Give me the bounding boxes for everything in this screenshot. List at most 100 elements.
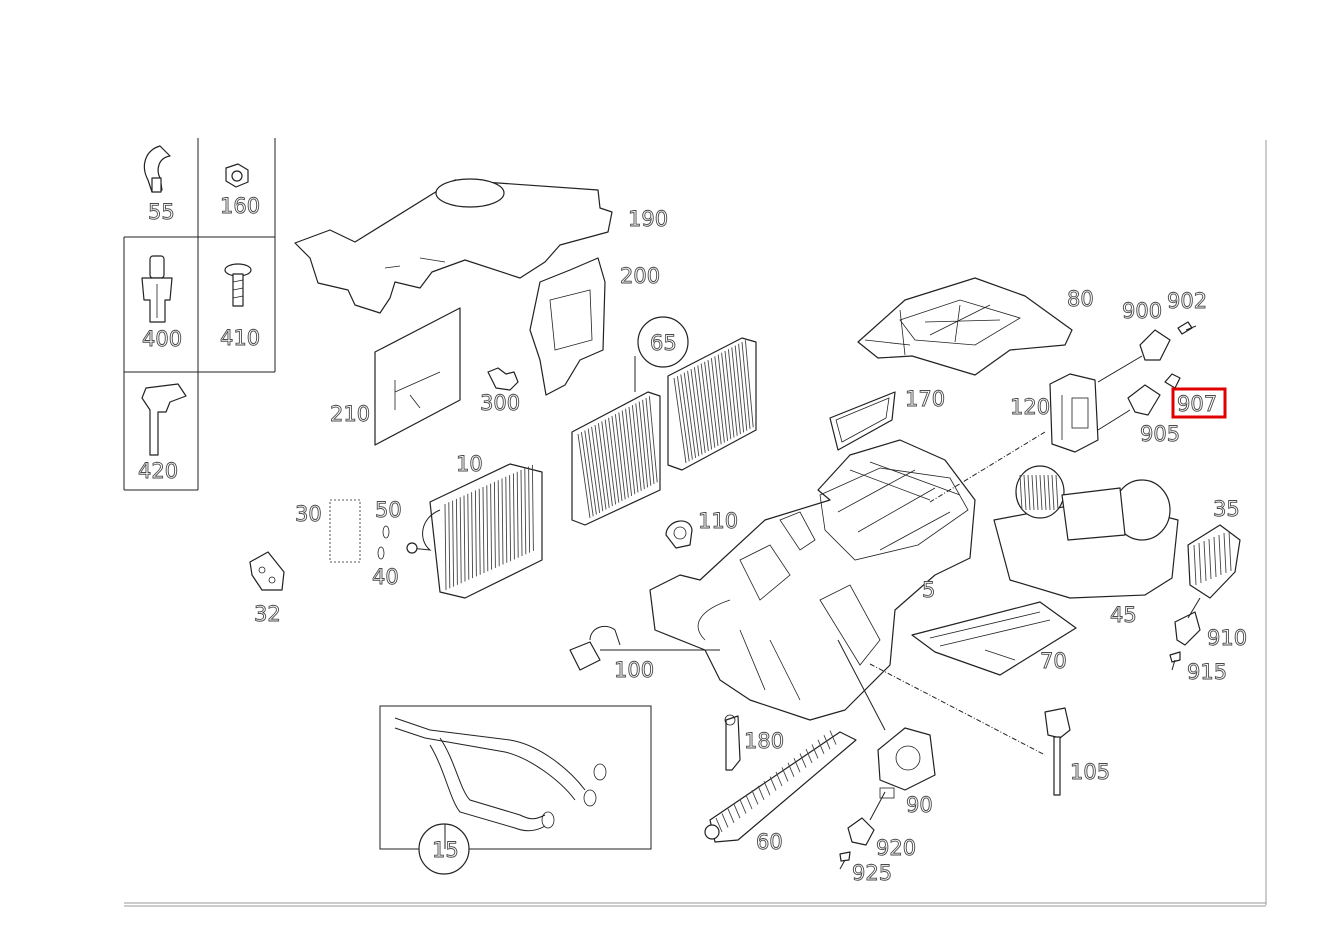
label-60: 60 <box>756 830 783 854</box>
part-902-screw[interactable] <box>1177 321 1197 335</box>
blower-blade <box>1019 474 1023 511</box>
part-45-blower-motor[interactable] <box>993 465 1179 599</box>
part-80-housing-cover[interactable] <box>857 277 1073 376</box>
diagram-frame <box>124 140 1267 907</box>
resistor-fin <box>1223 532 1227 574</box>
evaporator-fin <box>448 502 451 589</box>
part-110-cap[interactable] <box>665 520 693 549</box>
label-915: 915 <box>1187 660 1227 684</box>
filter-pleat <box>707 359 719 447</box>
filter-pleat <box>594 424 607 510</box>
label-80: 80 <box>1067 287 1094 311</box>
evaporator-fin <box>493 481 496 568</box>
part-120-control-unit[interactable] <box>1049 373 1099 453</box>
part-925-screw[interactable] <box>839 851 851 870</box>
part-105-temp-sensor[interactable] <box>1044 707 1071 796</box>
part-300-plug[interactable] <box>487 367 519 391</box>
evaporator-fin <box>471 492 474 579</box>
filter-pleat <box>744 340 754 428</box>
label-40: 40 <box>372 565 399 589</box>
part-905-connector[interactable] <box>1127 384 1161 416</box>
evaporator-fin <box>516 471 519 558</box>
filter-pleat <box>690 368 703 455</box>
part-907-screw[interactable] <box>1164 373 1181 389</box>
part-10-evaporator[interactable] <box>406 463 543 599</box>
label-30: 30 <box>295 502 322 526</box>
part-90-actuator[interactable] <box>877 727 936 799</box>
heater-core-fin <box>763 781 771 796</box>
label-105: 105 <box>1070 760 1110 784</box>
label-907: 907 <box>1177 392 1217 416</box>
highlight-box-907 <box>1171 387 1227 419</box>
filter-pleat <box>676 376 690 462</box>
part-200-seal[interactable] <box>529 257 606 396</box>
part-labels: 55 160 400 410 420 190 200 210 300 65 80… <box>138 194 1248 886</box>
filter-pleat <box>614 414 626 500</box>
part-100-sensor[interactable] <box>569 625 621 671</box>
part-410-screw[interactable] <box>224 263 252 307</box>
label-410: 410 <box>220 326 260 350</box>
filter-pleat <box>680 374 693 460</box>
label-210: 210 <box>330 402 370 426</box>
part-50-o-ring[interactable] <box>377 525 390 560</box>
part-210-insulation-panel[interactable] <box>374 307 461 446</box>
part-15-heater-pipes[interactable] <box>379 705 652 875</box>
part-60-heater-core[interactable] <box>704 730 857 843</box>
filter-pleat <box>700 363 713 450</box>
label-160: 160 <box>220 194 260 218</box>
part-170-gasket[interactable] <box>829 391 896 451</box>
evaporator-fin <box>524 468 527 555</box>
heater-core-fin <box>721 813 729 828</box>
heater-core-fin <box>787 762 795 777</box>
filter-pleat <box>741 341 751 430</box>
heater-core-fin <box>733 804 741 819</box>
part-915-screw[interactable] <box>1169 651 1181 671</box>
evaporator-fin <box>455 498 458 585</box>
blower-blade <box>1031 474 1035 511</box>
part-35-blower-resistor[interactable] <box>1187 524 1241 599</box>
filter-pleat <box>710 358 722 445</box>
part-420-bracket[interactable] <box>141 383 187 456</box>
part-920-connector[interactable] <box>847 817 875 846</box>
heater-core-fin <box>811 744 819 759</box>
heater-core-fin <box>793 758 801 773</box>
part-65-cabin-filters[interactable] <box>571 316 757 526</box>
label-5: 5 <box>922 578 935 602</box>
filter-pleat <box>734 345 745 433</box>
label-120: 120 <box>1010 395 1050 419</box>
part-5-hvac-housing[interactable] <box>649 439 976 721</box>
resistor-fin <box>1213 536 1217 578</box>
label-90: 90 <box>906 793 933 817</box>
part-400-rivet[interactable] <box>141 255 173 323</box>
part-900-connector[interactable] <box>1139 329 1171 361</box>
filter-pleat <box>631 405 642 491</box>
part-190-insulation-mat[interactable] <box>294 178 613 314</box>
filter-pleat <box>618 412 629 498</box>
part-180-drain-hose[interactable] <box>724 714 741 771</box>
filter-pleat <box>731 347 741 435</box>
part-70-cover-plate[interactable] <box>911 601 1077 676</box>
label-50: 50 <box>375 498 402 522</box>
evaporator-fin <box>501 478 504 565</box>
part-160-nut[interactable] <box>225 163 249 188</box>
label-190: 190 <box>628 207 668 231</box>
label-35: 35 <box>1213 497 1240 521</box>
heater-core-fin <box>757 785 765 800</box>
heater-core-fin <box>781 767 789 782</box>
filter-pleat <box>628 406 639 493</box>
evaporator-fin <box>444 503 447 591</box>
part-55-clip[interactable] <box>143 145 171 193</box>
blower-blade <box>1051 474 1055 511</box>
label-200: 200 <box>620 264 660 288</box>
label-910: 910 <box>1207 626 1247 650</box>
part-32-flange[interactable] <box>249 551 285 591</box>
filter-pleat <box>693 367 706 453</box>
blower-blade <box>1039 474 1043 511</box>
part-910-connector[interactable] <box>1174 611 1201 646</box>
label-32: 32 <box>254 602 281 626</box>
label-65: 65 <box>650 331 677 355</box>
part-30-seal-set[interactable] <box>329 499 361 563</box>
filter-pleat <box>604 419 617 505</box>
filter-pleat <box>645 397 655 485</box>
label-110: 110 <box>698 509 738 533</box>
